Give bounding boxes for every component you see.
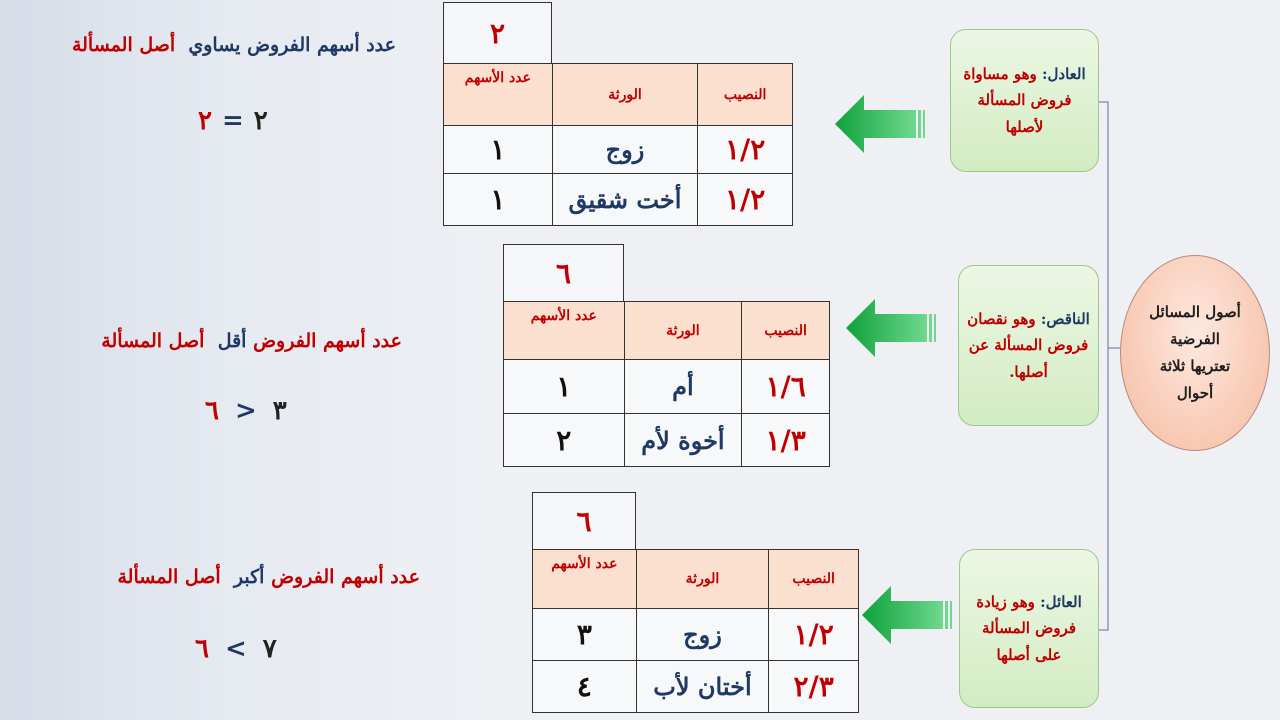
root-line-3: تعتريها ثلاثة (1159, 357, 1231, 375)
table-2: النصيب الورثة عدد الأسهم ١/٦ أم ١ ١/٣ أخ… (503, 301, 830, 467)
table-2-header-heir: الورثة (623, 301, 743, 360)
table-2-total: ٦ (503, 244, 624, 302)
table-3-header-share: النصيب (768, 549, 859, 609)
table-1-row-2-count: ١ (443, 173, 553, 226)
relation-3-operator: < (224, 634, 247, 664)
table-1-row-1-heir: زوج (551, 125, 699, 174)
bracket-line (1098, 101, 1109, 631)
case-3-desc: وهو زيادة فروض المسألة على أصلها (976, 593, 1077, 664)
case-2-term: الناقص: (1040, 310, 1090, 329)
table-3-row-2-count: ٤ (532, 660, 637, 713)
statement-2-relation: أقل (217, 330, 247, 352)
statement-3-relation: أكبر (233, 566, 265, 588)
table-1-row-1-share: ١/٢ (697, 125, 793, 174)
relation-1-operator: = (221, 106, 244, 136)
table-2-row-1-count: ١ (503, 359, 625, 414)
table-2-row-2-heir: أخوة لأم (623, 413, 743, 467)
table-2-row-1-share: ١/٦ (741, 359, 830, 414)
statement-1-relation: يساوي (188, 34, 241, 56)
table-1: النصيب الورثة عدد الأسهم ١/٢ زوج ١ ١/٢ أ… (443, 63, 793, 226)
table-3: النصيب الورثة عدد الأسهم ١/٢ زوج ٣ ٢/٣ أ… (532, 549, 859, 713)
relation-3-left: ٦ (195, 634, 209, 664)
table-row: ١/٢ زوج ٣ (532, 608, 859, 661)
table-1-total: ٢ (443, 2, 552, 64)
statement-1: عدد أسهم الفروض يساوي أصل المسألة (72, 34, 396, 56)
relation-1-right: ٢ (253, 106, 268, 136)
table-row: ١/٢ زوج ١ (443, 125, 793, 174)
table-1-header-share: النصيب (697, 63, 793, 126)
statement-1-part3: أصل المسألة (71, 34, 176, 56)
relation-3-right: ٧ (262, 634, 277, 664)
arrow-icon-3 (862, 586, 952, 644)
table-row: ١/٢ أخت شقيق ١ (443, 173, 793, 226)
table-row: ١/٦ أم ١ (503, 359, 830, 414)
table-3-header-heir: الورثة (635, 549, 770, 609)
table-3-header-count: عدد الأسهم (532, 549, 637, 609)
table-3-row-2-share: ٢/٣ (768, 660, 859, 713)
relation-1-left: ٢ (198, 106, 212, 136)
table-2-row-2-share: ١/٣ (741, 413, 830, 467)
case-box-deficient: الناقص: وهو نقصان فروض المسألة عن أصلها. (958, 265, 1099, 426)
table-3-row-1-heir: زوج (635, 608, 770, 661)
root-line-2: الفرضية (1170, 330, 1220, 348)
table-3-total: ٦ (532, 492, 636, 550)
relation-2-operator: > (234, 396, 257, 426)
relation-2-right: ٣ (272, 396, 287, 426)
relation-3: ٦ < ٧ (195, 634, 277, 664)
statement-2-part1: عدد أسهم الفروض (253, 330, 402, 352)
root-line-1: أصول المسائل (1149, 303, 1241, 321)
arrow-icon-2 (846, 299, 936, 357)
relation-1: ٢ = ٢ (198, 106, 268, 136)
table-2-row-2-count: ٢ (503, 413, 625, 467)
case-1-term: العادل: (1041, 65, 1086, 84)
table-1-row-2-share: ١/٢ (697, 173, 793, 226)
statement-3-part3: أصل المسألة (117, 566, 221, 588)
table-2-header-count: عدد الأسهم (503, 301, 625, 360)
statement-1-part1: عدد أسهم الفروض (247, 34, 396, 56)
table-3-row-2-heir: أختان لأب (635, 660, 770, 713)
case-3-term: العائل: (1040, 593, 1082, 612)
case-2-desc: وهو نقصان فروض المسألة عن أصلها. (967, 310, 1089, 381)
table-row: ١/٣ أخوة لأم ٢ (503, 413, 830, 467)
table-2-row-1-heir: أم (623, 359, 743, 414)
table-1-header-heir: الورثة (551, 63, 699, 126)
case-1-desc: وهو مساواة فروض المسألة لأصلها (963, 65, 1072, 136)
arrow-icon-1 (835, 95, 925, 153)
case-box-excess: العائل: وهو زيادة فروض المسألة على أصلها (959, 549, 1099, 708)
table-1-header-count: عدد الأسهم (443, 63, 553, 126)
relation-2-left: ٦ (205, 396, 219, 426)
table-1-row-1-count: ١ (443, 125, 553, 174)
root-line-4: أحوال (1176, 384, 1214, 402)
table-2-header-share: النصيب (741, 301, 830, 360)
case-box-balanced: العادل: وهو مساواة فروض المسألة لأصلها (950, 29, 1099, 172)
statement-2: عدد أسهم الفروض أقل أصل المسألة (101, 330, 402, 352)
table-3-row-1-count: ٣ (532, 608, 637, 661)
statement-2-part3: أصل المسألة (101, 330, 205, 352)
table-row: ٢/٣ أختان لأب ٤ (532, 660, 859, 713)
statement-3-part1: عدد أسهم الفروض (271, 566, 420, 588)
table-1-row-2-heir: أخت شقيق (551, 173, 699, 226)
statement-3: عدد أسهم الفروض أكبر أصل المسألة (117, 566, 420, 588)
relation-2: ٦ > ٣ (205, 396, 287, 426)
table-3-row-1-share: ١/٢ (768, 608, 859, 661)
root-concept-oval: أصول المسائل الفرضية تعتريها ثلاثة أحوال (1120, 255, 1270, 451)
